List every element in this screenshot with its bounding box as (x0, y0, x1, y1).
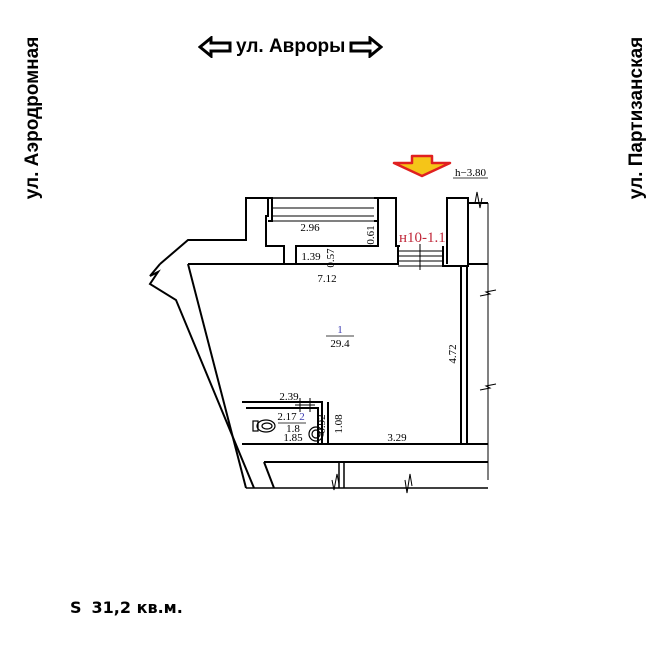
street-name-avrory: ул. Авроры (236, 36, 346, 57)
dim-wc-inner: 2.17 (277, 411, 297, 423)
dim-main-width: 7.12 (317, 273, 336, 285)
area-value: 31,2 кв.м. (91, 598, 183, 617)
dim-niche-depth: 0.61 (365, 225, 377, 244)
dim-wc-side: 1.08 (333, 414, 345, 434)
dim-niche-width: 2.96 (300, 222, 320, 234)
total-area: S 31,2 кв.м. (70, 598, 193, 617)
dim-wc-width-top: 2.39 (279, 391, 299, 403)
sink-icon (308, 426, 324, 442)
room-2-area: 1.8 (286, 423, 300, 435)
dim-wc-bottom: 1.85 (283, 432, 303, 444)
dim-step-depth: 0.57 (325, 248, 337, 268)
room-1-number: 1 (337, 324, 343, 336)
street-label-top: ул. Авроры (198, 36, 384, 58)
double-arrow-left-icon (198, 36, 232, 58)
walls (148, 191, 497, 494)
height-label: h−3.80 (455, 167, 486, 179)
room-2-number: 2 (299, 411, 305, 423)
double-arrow-right-icon (349, 36, 384, 58)
dim-right-wall: 4.72 (447, 344, 459, 363)
area-prefix: S (70, 598, 82, 617)
dim-left-offset: 1.39 (301, 251, 321, 263)
dim-bottom-right: 3.29 (387, 432, 407, 444)
toilet-icon (252, 419, 276, 433)
dim-wc-depth: 0.92 (316, 414, 328, 433)
unit-label: н10-1.1 (399, 230, 446, 246)
room-1-area: 29.4 (330, 338, 350, 350)
entrance-arrow-icon (392, 154, 452, 178)
